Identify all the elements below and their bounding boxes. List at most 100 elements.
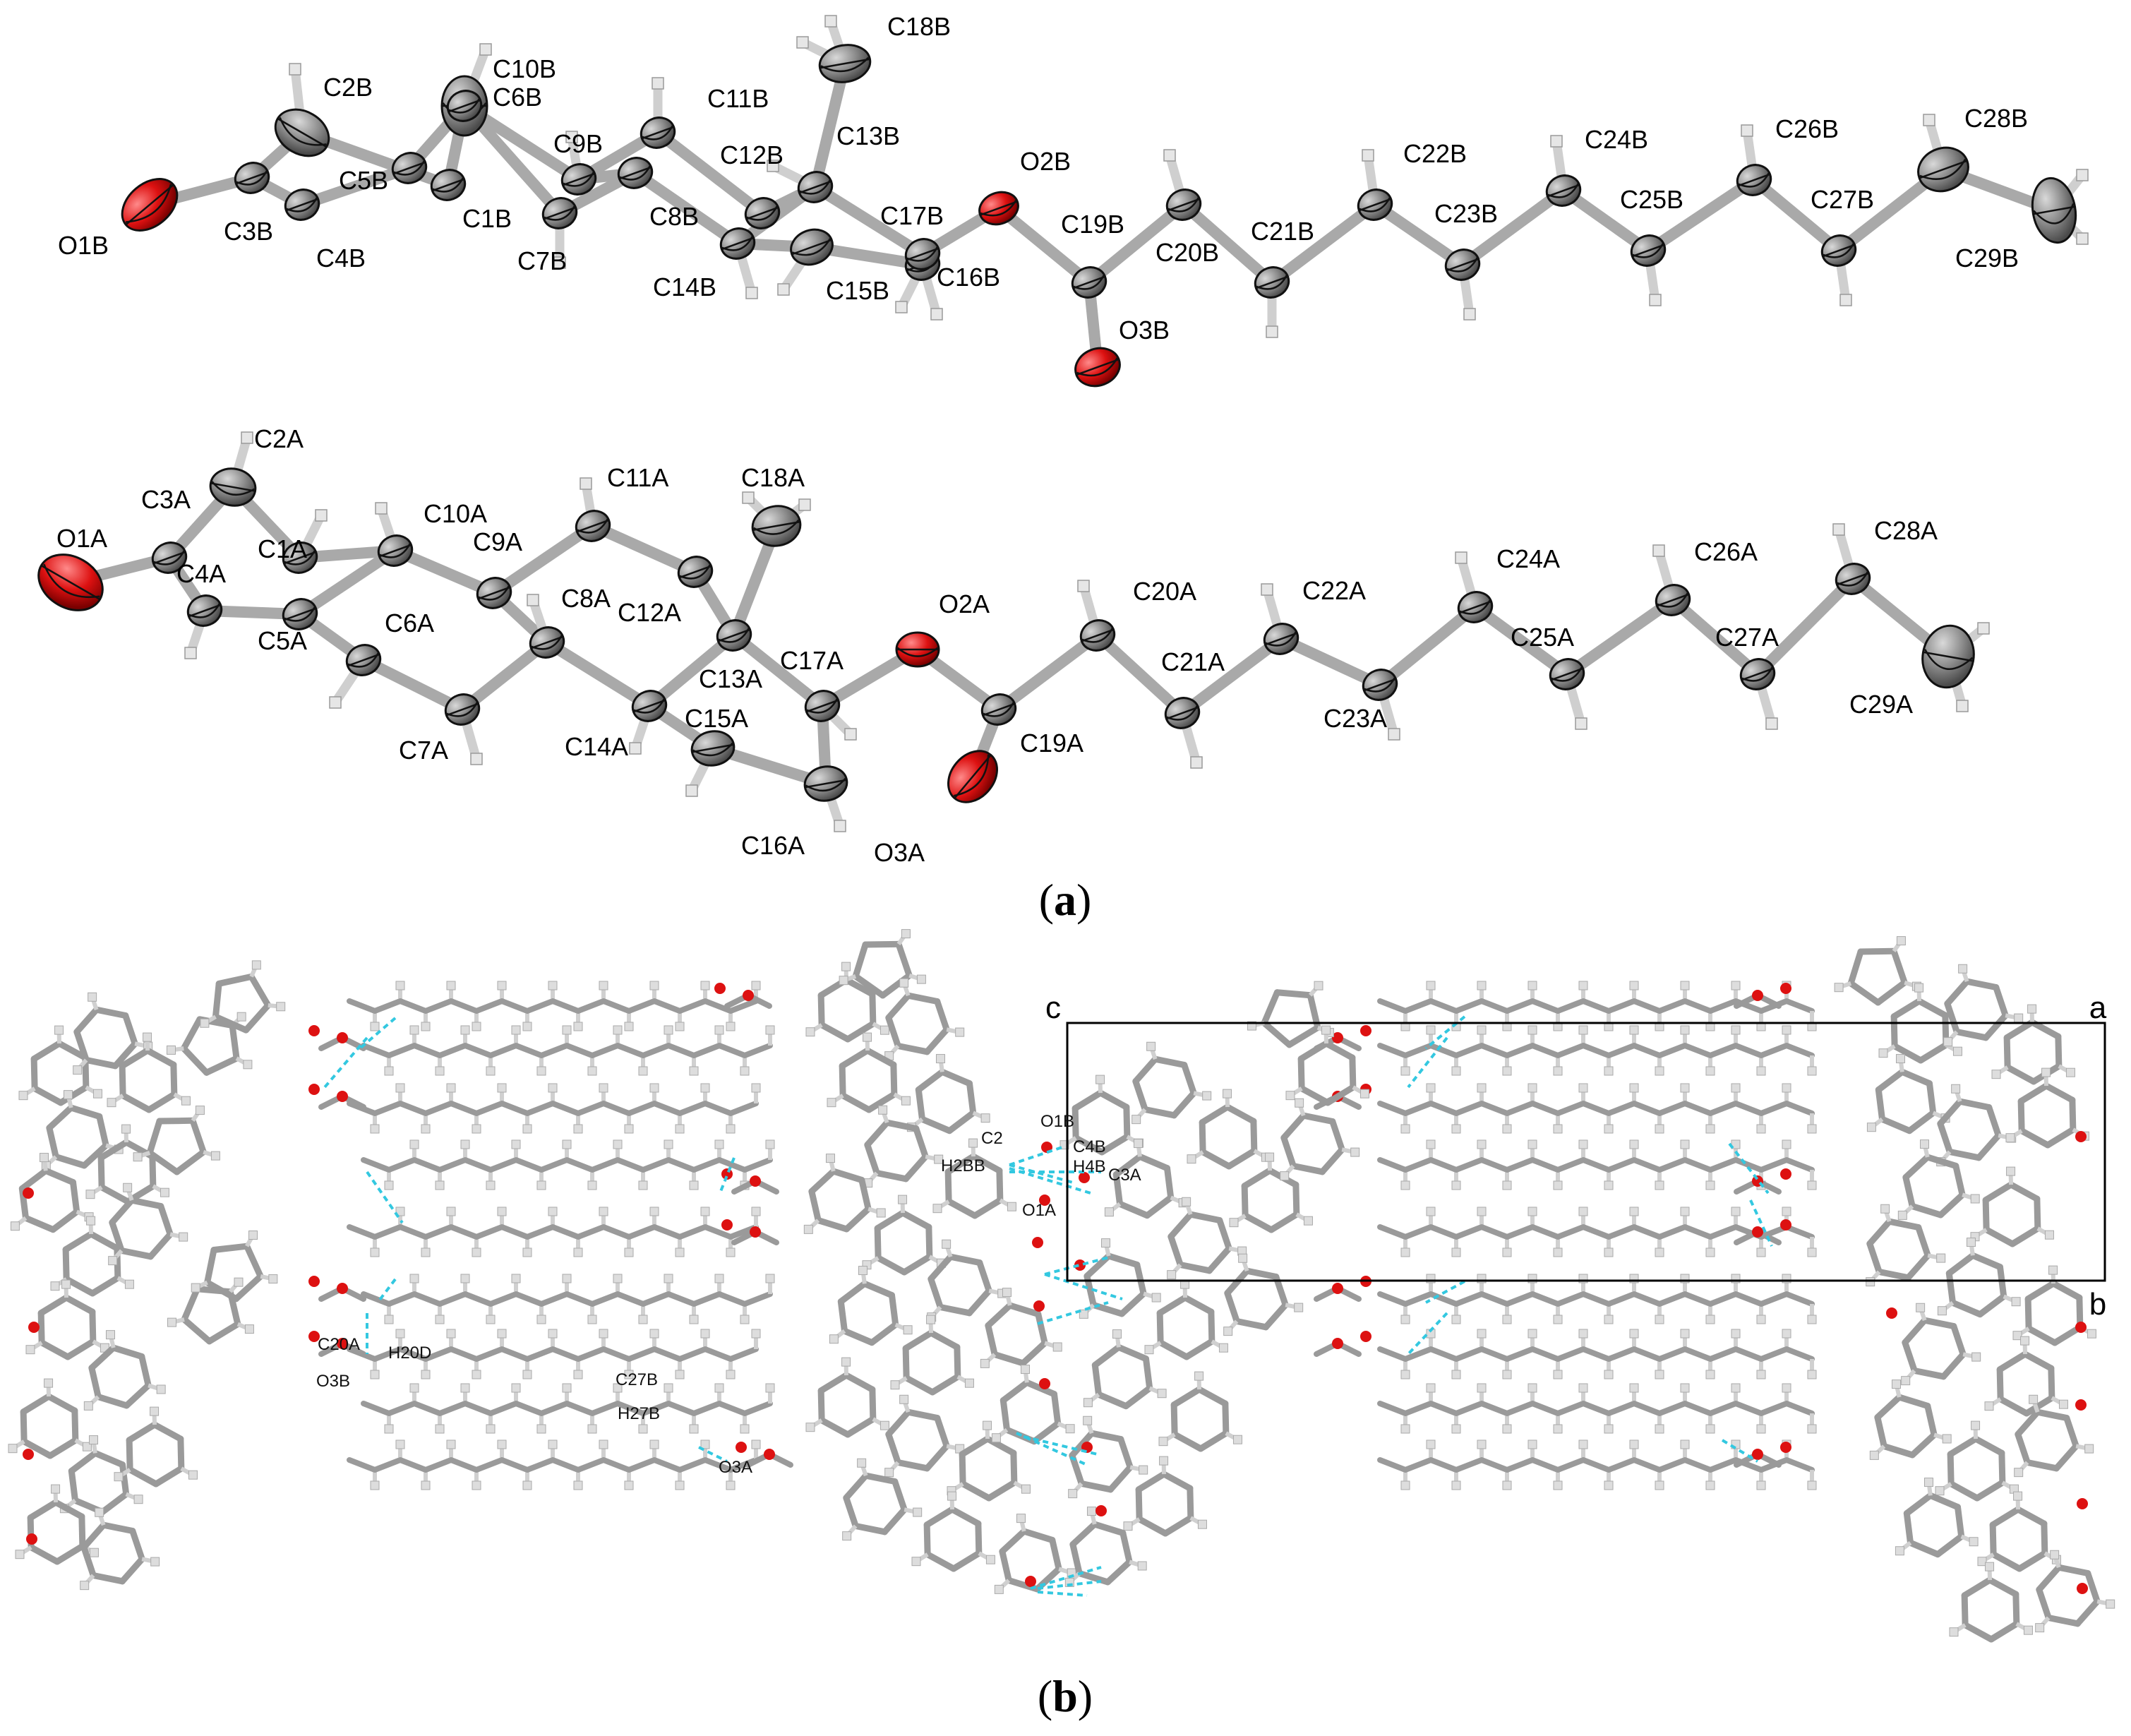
atom-c20b bbox=[1165, 188, 1202, 221]
stick-bond bbox=[92, 1449, 126, 1468]
stick-bond bbox=[248, 973, 272, 1009]
hydrogen-atom bbox=[536, 1180, 546, 1190]
stick-bond bbox=[1924, 1154, 1959, 1169]
stick-bond bbox=[839, 1062, 846, 1099]
stick-bond bbox=[1580, 1457, 1611, 1473]
hydrogen-atom bbox=[54, 1025, 64, 1035]
atom-label-c27a: C27A bbox=[1715, 623, 1779, 652]
hydrogen-atom bbox=[511, 1383, 521, 1393]
stick-bond bbox=[203, 1055, 240, 1076]
stick-bond bbox=[885, 1431, 901, 1466]
axis-b-label: b bbox=[2089, 1287, 2106, 1322]
atom-label-c11b: C11B bbox=[707, 84, 769, 113]
hydrogen-atom bbox=[486, 1315, 496, 1324]
hydrogen-atom bbox=[638, 1315, 648, 1324]
hydrogen-atom bbox=[1455, 551, 1467, 564]
hydrogen-atom bbox=[1095, 1074, 1105, 1084]
atom-label-o2b: O2B bbox=[1020, 147, 1071, 176]
hydrogen-atom bbox=[536, 1066, 546, 1076]
stick-bond bbox=[1707, 998, 1739, 1014]
stick-bond bbox=[626, 1101, 657, 1116]
stick-bond bbox=[1122, 1384, 1153, 1410]
hydrogen-atom bbox=[947, 1491, 957, 1501]
stick-bond bbox=[145, 1091, 178, 1113]
hydrogen-atom bbox=[1649, 294, 1662, 306]
stick-bond bbox=[1403, 1401, 1434, 1416]
stick-bond bbox=[1952, 1162, 1966, 1198]
stick-bond bbox=[513, 1157, 544, 1173]
stick-bond bbox=[1403, 1101, 1434, 1116]
stick-bond bbox=[128, 1197, 164, 1210]
stick-bond bbox=[1875, 979, 1908, 1006]
stick-bond bbox=[2024, 1295, 2032, 1332]
stick-bond bbox=[27, 1499, 59, 1521]
stick-bond bbox=[89, 1274, 121, 1297]
stick-bond bbox=[1504, 1346, 1535, 1362]
hydrogen-atom bbox=[2006, 1166, 2016, 1176]
stick-bond bbox=[462, 1401, 493, 1416]
stick-bond bbox=[716, 1157, 748, 1173]
principal-axis bbox=[236, 170, 268, 186]
oxygen-atom bbox=[1074, 1259, 1086, 1271]
stick-bond bbox=[2036, 1564, 2063, 1593]
stick-bond bbox=[138, 1353, 152, 1389]
stick-bond bbox=[1157, 1339, 1190, 1360]
atom-c20a bbox=[1079, 619, 1116, 652]
stick-bond bbox=[110, 1344, 145, 1360]
hydrogen-atom bbox=[740, 1315, 750, 1324]
oxygen-atom bbox=[1095, 1505, 1107, 1516]
hydrogen-atom bbox=[18, 1091, 28, 1101]
stick-bond bbox=[1286, 1024, 1321, 1048]
stick-bond bbox=[702, 998, 733, 1014]
atom-c27a bbox=[1739, 658, 1776, 690]
stick-bond bbox=[1707, 1043, 1739, 1058]
stick-bond bbox=[728, 998, 759, 1014]
stick-bond bbox=[716, 1401, 748, 1416]
stick-bond bbox=[2084, 1570, 2101, 1605]
stick-bond bbox=[123, 1382, 152, 1409]
hbond-contact bbox=[719, 1157, 736, 1194]
stick-bond bbox=[1631, 1043, 1662, 1058]
bond-C23B-C24B bbox=[1457, 185, 1569, 270]
stick-bond bbox=[1945, 1252, 1976, 1277]
hydrogen-atom bbox=[700, 1329, 710, 1339]
hydrogen-atom bbox=[95, 1507, 104, 1517]
atom-c16a bbox=[803, 765, 848, 802]
atom-label-c18b: C18B bbox=[887, 12, 951, 41]
atom-label-o2a: O2A bbox=[939, 589, 990, 618]
stick-bond bbox=[1530, 1346, 1561, 1362]
stick-bond bbox=[843, 1472, 870, 1502]
stick-bond bbox=[1241, 1167, 1273, 1190]
hydrogen-atom bbox=[1020, 1365, 1030, 1375]
stick-bond bbox=[817, 1372, 850, 1394]
atom-c9a bbox=[476, 577, 512, 609]
hydrogen-atom bbox=[613, 1025, 623, 1035]
hydrogen-atom bbox=[2013, 1491, 2023, 1501]
hydrogen-atom bbox=[460, 1139, 470, 1149]
stick-bond bbox=[83, 1056, 119, 1070]
atom-c17b bbox=[904, 238, 941, 270]
stick-bond bbox=[229, 1022, 240, 1062]
stick-bond bbox=[1453, 1043, 1484, 1058]
hydrogen-atom bbox=[1839, 294, 1852, 306]
stick-bond bbox=[923, 1026, 950, 1055]
stick-bond bbox=[844, 1020, 877, 1043]
stick-bond bbox=[575, 1101, 606, 1116]
hydrogen-atom bbox=[675, 1247, 685, 1257]
stick-bond bbox=[488, 1043, 519, 1058]
hydrogen-atom bbox=[1741, 124, 1753, 137]
oxygen-atom bbox=[308, 1276, 320, 1287]
principal-axis bbox=[125, 184, 172, 223]
atom-label-c5a: C5A bbox=[258, 626, 307, 655]
principal-axis bbox=[1738, 172, 1770, 188]
hydrogen-atom bbox=[1937, 1306, 1947, 1316]
stick-bond bbox=[1944, 978, 1971, 1007]
atom-c1a bbox=[282, 541, 318, 574]
stick-bond bbox=[126, 1421, 158, 1444]
hydrogen-atom bbox=[1578, 981, 1588, 990]
stick-bond bbox=[109, 1197, 136, 1226]
hydrogen-atom bbox=[50, 1281, 60, 1291]
hydrogen-atom bbox=[1359, 1089, 1369, 1099]
hydrogen-atom bbox=[2076, 232, 2089, 245]
hydrogen-atom bbox=[664, 1383, 673, 1393]
